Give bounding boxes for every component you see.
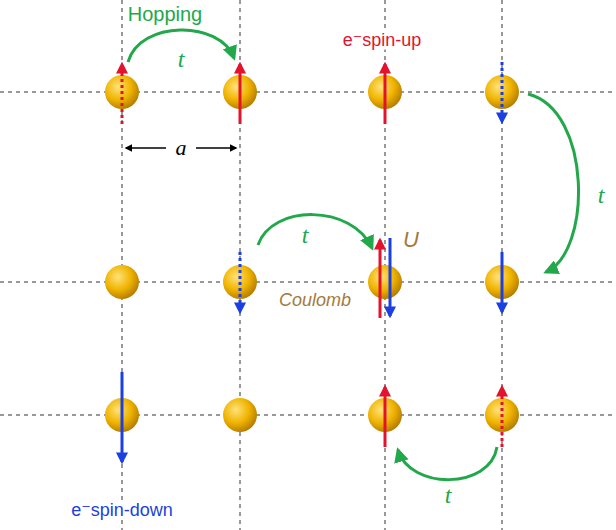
spin-down-faded xyxy=(239,252,242,312)
coulomb-symbol: U xyxy=(401,228,421,251)
spin-up-label: e⁻spin-up xyxy=(341,31,424,50)
spins xyxy=(122,62,502,462)
dimension-arrow xyxy=(126,147,166,149)
spin-down xyxy=(121,372,124,462)
grid-line xyxy=(0,92,616,93)
spin-up-faded xyxy=(501,387,504,447)
hopping-arc xyxy=(258,215,372,248)
spin-down xyxy=(389,238,392,316)
atom xyxy=(368,265,402,299)
spin-down xyxy=(501,252,504,312)
hopping-title: Hopping xyxy=(126,3,205,24)
spin-down-label: e⁻spin-down xyxy=(69,501,175,520)
dimension-arrow xyxy=(196,147,236,149)
coulomb-label: Coulomb xyxy=(277,291,353,310)
atom xyxy=(105,265,139,299)
hopping-amplitude: t xyxy=(176,47,187,72)
hopping-arc xyxy=(528,94,579,272)
spin-up xyxy=(379,240,382,318)
spin-up xyxy=(384,387,387,447)
atoms xyxy=(105,75,519,432)
spin-up xyxy=(384,64,387,124)
hopping-arc xyxy=(398,447,497,480)
grid-line xyxy=(0,415,616,416)
hopping-arcs xyxy=(128,30,579,480)
hopping-amplitude: t xyxy=(300,223,311,248)
atom xyxy=(223,398,257,432)
lattice-constant: a xyxy=(174,136,189,159)
spin-up xyxy=(239,64,242,124)
hopping-amplitude: t xyxy=(596,183,607,208)
grid-line xyxy=(240,0,241,530)
spin-up-faded xyxy=(121,64,124,124)
grid-line xyxy=(0,282,616,283)
hopping-amplitude: t xyxy=(443,483,454,508)
spin-down-faded xyxy=(501,62,504,122)
